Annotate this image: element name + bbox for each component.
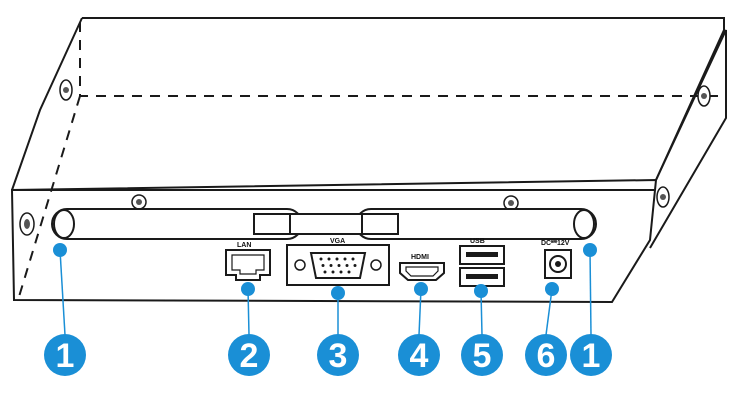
callout-badge xyxy=(228,334,270,376)
callout-badge xyxy=(44,334,86,376)
lan-label: LAN xyxy=(237,242,251,249)
callout-dot xyxy=(53,243,67,257)
callout-badge xyxy=(525,334,567,376)
screw-front-mid-right xyxy=(503,195,519,211)
callout-number: 2 xyxy=(240,337,259,375)
callout-usb: 5 xyxy=(461,284,503,376)
callout-number: 5 xyxy=(473,337,492,375)
callout-badge xyxy=(317,334,359,376)
callout-dot xyxy=(474,284,488,298)
screw-right-lower xyxy=(656,186,670,208)
callout-dc: 6 xyxy=(525,282,567,376)
screw-front-left xyxy=(19,212,35,236)
leader-line xyxy=(589,249,592,336)
callout-number: 6 xyxy=(537,337,556,375)
callout-hdmi: 4 xyxy=(398,282,440,376)
device-body xyxy=(10,17,727,304)
callout-dot xyxy=(583,243,597,257)
screw-right-upper xyxy=(697,85,711,107)
callout-number: 4 xyxy=(410,337,429,375)
callout-antenna-right: 1 xyxy=(570,243,612,376)
lan-port: LAN xyxy=(225,242,271,281)
dc-power-jack: DC⎃12V xyxy=(541,240,572,279)
leader-line xyxy=(545,288,553,336)
callout-badge xyxy=(570,334,612,376)
callout-dot xyxy=(414,282,428,296)
callout-number: 1 xyxy=(56,337,75,375)
callout-number: 3 xyxy=(329,337,348,375)
usb-label: USB xyxy=(470,238,485,245)
antenna-left xyxy=(51,208,303,240)
usb-ports: USB xyxy=(459,238,505,287)
callout-dot xyxy=(545,282,559,296)
callout-badge xyxy=(398,334,440,376)
callout-antenna-left: 1 xyxy=(44,243,86,376)
callout-lan: 2 xyxy=(228,282,270,376)
vga-port: VGA xyxy=(286,238,390,286)
callout-dot xyxy=(331,286,345,300)
leader-line xyxy=(59,249,66,336)
hidden-edges xyxy=(17,22,724,301)
leader-line xyxy=(418,288,422,336)
callout-number: 1 xyxy=(582,337,601,375)
antenna-hinge xyxy=(253,213,399,235)
screw-top-left xyxy=(59,79,73,101)
leader-line xyxy=(480,290,483,336)
callout-vga: 3 xyxy=(317,286,359,376)
hdmi-port: HDMI xyxy=(399,254,445,281)
callout-badge xyxy=(461,334,503,376)
antenna-right xyxy=(355,208,597,240)
vga-label: VGA xyxy=(330,238,345,245)
leader-line xyxy=(247,288,250,336)
dc-label: DC⎃12V xyxy=(541,240,570,247)
callout-dot xyxy=(241,282,255,296)
screw-front-mid-left xyxy=(131,194,147,210)
hdmi-label: HDMI xyxy=(411,254,429,261)
